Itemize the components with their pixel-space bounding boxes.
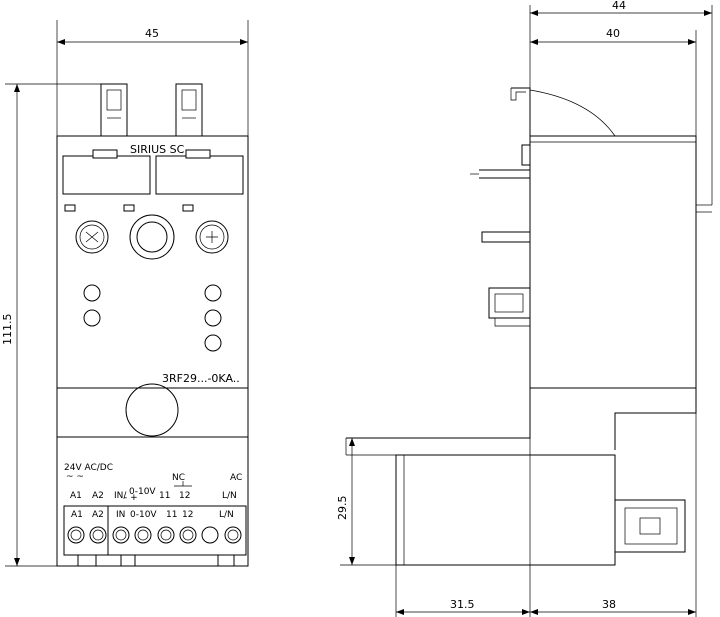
nc-label: NC bbox=[172, 473, 185, 483]
top-clip-left bbox=[100, 83, 128, 137]
supply-label: 24V AC/DC bbox=[64, 463, 113, 473]
minus-plus-label: - + bbox=[124, 493, 138, 503]
side-body bbox=[529, 135, 697, 389]
brand-label: SIRIUS SC bbox=[130, 143, 185, 156]
svg-text:45: 45 bbox=[145, 27, 159, 40]
led-left-1 bbox=[83, 284, 101, 302]
terminal-block bbox=[63, 505, 247, 556]
svg-text:IN: IN bbox=[116, 510, 125, 520]
led-right-1 bbox=[204, 284, 222, 302]
part-number-label: 3RF29...-0KA.. bbox=[162, 372, 240, 385]
svg-text:A1: A1 bbox=[71, 510, 83, 520]
potentiometer-left-icon bbox=[75, 220, 109, 254]
led-right-2 bbox=[204, 309, 222, 327]
lower-button-icon bbox=[125, 383, 179, 437]
ac-label: AC bbox=[230, 473, 242, 483]
svg-text:A2: A2 bbox=[92, 491, 104, 501]
svg-text:L/N: L/N bbox=[219, 510, 234, 520]
svg-text:111.5: 111.5 bbox=[1, 314, 14, 346]
terminal-screws bbox=[67, 526, 242, 544]
svg-text:31.5: 31.5 bbox=[450, 598, 475, 611]
svg-text:40: 40 bbox=[606, 27, 620, 40]
label-window-right bbox=[155, 155, 244, 195]
front-width-dimension: 45 bbox=[56, 20, 249, 136]
upper-terminal-labels: A1 A2 IN/ 0-10V 11 12 L/N bbox=[70, 487, 237, 501]
side-height-29-5-dimension: 29.5 bbox=[336, 438, 396, 566]
supply-symbols: ~ ~ bbox=[66, 472, 84, 482]
side-depth-40-dimension: 40 bbox=[530, 27, 697, 136]
svg-text:44: 44 bbox=[612, 0, 626, 12]
svg-text:11: 11 bbox=[166, 510, 177, 520]
led-right-3 bbox=[204, 334, 222, 352]
svg-text:29.5: 29.5 bbox=[336, 496, 349, 521]
front-height-dimension: 111.5 bbox=[1, 83, 101, 567]
svg-text:11: 11 bbox=[159, 491, 170, 501]
side-lower-body bbox=[395, 454, 616, 566]
top-clip-right bbox=[175, 83, 203, 137]
svg-text:0-10V: 0-10V bbox=[130, 510, 157, 520]
svg-text:IN/: IN/ bbox=[114, 491, 127, 501]
svg-text:38: 38 bbox=[602, 598, 616, 611]
potentiometer-right-icon bbox=[195, 220, 229, 254]
svg-text:12: 12 bbox=[179, 491, 190, 501]
housing-outline bbox=[56, 135, 249, 567]
svg-text:L/N: L/N bbox=[222, 491, 237, 501]
reset-button-icon bbox=[129, 214, 175, 260]
svg-text:A1: A1 bbox=[70, 491, 82, 501]
svg-text:12: 12 bbox=[182, 510, 193, 520]
svg-text:0-10V: 0-10V bbox=[129, 487, 156, 497]
side-depth-44-dimension: 44 bbox=[529, 0, 713, 205]
svg-text:A2: A2 bbox=[92, 510, 104, 520]
lower-terminal-labels: A1 A2 IN 0-10V 11 12 L/N bbox=[71, 510, 234, 520]
front-view: SIRIUS SC 3RF29...-0KA.. bbox=[1, 20, 249, 567]
led-left-2 bbox=[83, 309, 101, 327]
label-window-left bbox=[62, 155, 151, 195]
side-bottom-dimensions: 31.5 38 bbox=[395, 413, 697, 617]
side-view: 44 40 29.5 31.5 38 bbox=[336, 0, 713, 617]
